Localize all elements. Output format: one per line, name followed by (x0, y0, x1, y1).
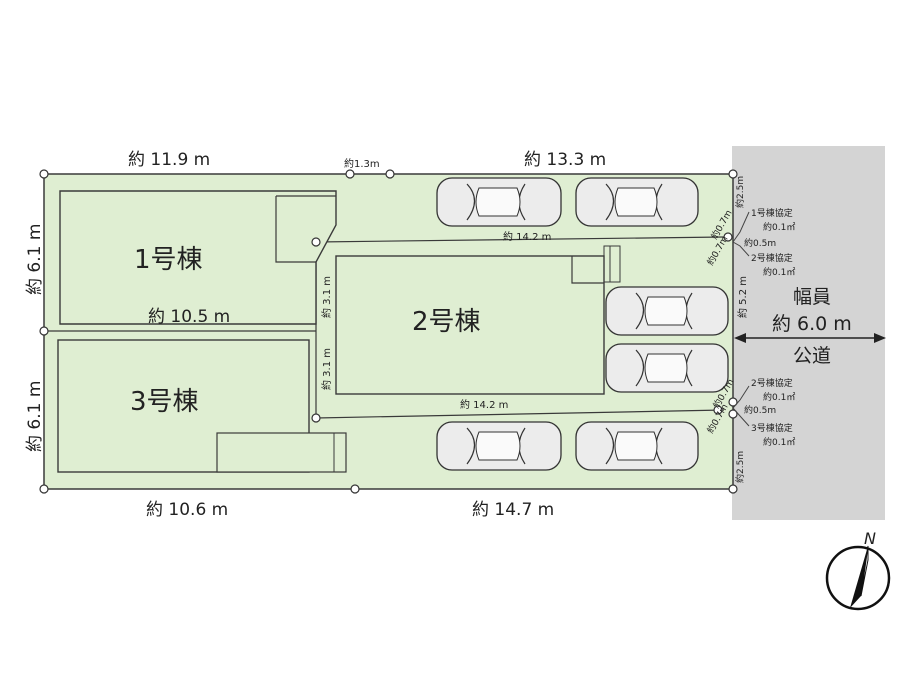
agreement-pointers (732, 211, 750, 427)
car-icon (436, 421, 562, 471)
building-2-entry (571, 256, 604, 284)
car-icon (605, 286, 729, 336)
building-1-annex (275, 196, 316, 263)
dim-mid-1: 約 10.5 m (148, 307, 230, 327)
building-3-label: 3号棟 (130, 387, 199, 417)
agreement-2-value: 約0.1㎡ (763, 266, 795, 278)
car-icon (575, 177, 699, 227)
dim-right-bottom: 約2.5m (734, 451, 746, 483)
dim-top-right: 約 13.3 m (524, 150, 606, 170)
agreement-1-title: 1号棟協定 (751, 207, 793, 219)
compass-icon (825, 545, 891, 611)
compass-north: N (864, 529, 876, 548)
lower-strip-line (315, 409, 725, 419)
building-2-label: 2号棟 (412, 307, 481, 337)
public-road (733, 146, 885, 520)
road-width-label: 幅員 (793, 286, 831, 308)
dim-strip-lower-v: 約 3.1 m (320, 348, 333, 390)
dim-top-gap: 約1.3m (344, 157, 380, 170)
agreement-3-title: 2号棟協定 (751, 377, 793, 389)
dim-bottom-right: 約 14.7 m (472, 500, 554, 520)
dim-lower-strip: 約 14.2 m (460, 398, 508, 411)
car-icon (575, 421, 699, 471)
dim-left-lower: 約 6.1 m (25, 381, 45, 452)
building-1-label: 1号棟 (134, 245, 203, 275)
upper-strip-line (315, 236, 725, 243)
agreement-1-value: 約0.1㎡ (763, 221, 795, 233)
car-icon (436, 177, 562, 227)
agreement-3-value: 約0.1㎡ (763, 391, 795, 403)
dim-s-05: 約0.5m (744, 404, 776, 416)
road-width-value: 約 6.0 m (772, 313, 852, 335)
dim-right-top: 約2.5m (734, 176, 746, 208)
dim-upper-strip: 約 14.2 m (503, 230, 551, 243)
building-3-annex (216, 432, 347, 473)
survey-points (39, 169, 738, 494)
car-icon (605, 343, 729, 393)
dim-left-upper: 約 6.1 m (25, 224, 45, 295)
agreement-4-value: 約0.1㎡ (763, 436, 795, 448)
dim-strip-upper-v: 約 3.1 m (320, 276, 333, 318)
dim-top-left: 約 11.9 m (128, 150, 210, 170)
agreement-4-title: 3号棟協定 (751, 422, 793, 434)
dim-right-mid: 約 5.2 m (736, 276, 749, 318)
dim-n-05: 約0.5m (744, 237, 776, 249)
building-2 (335, 255, 605, 395)
agreement-2-title: 2号棟協定 (751, 252, 793, 264)
road-type: 公道 (793, 345, 831, 367)
dim-bottom-left: 約 10.6 m (146, 500, 228, 520)
